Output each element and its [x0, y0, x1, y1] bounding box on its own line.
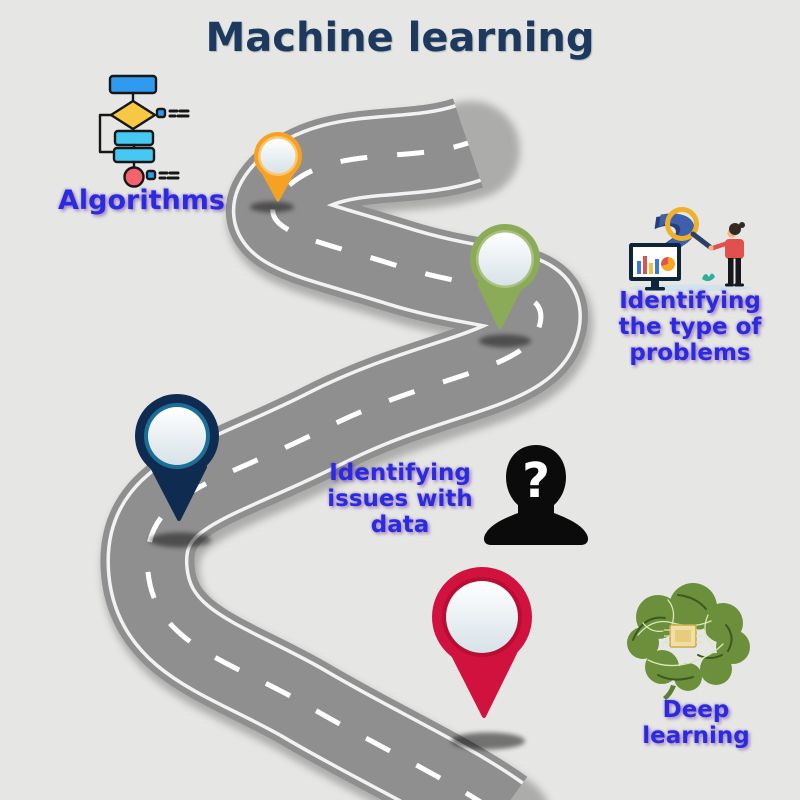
magnifier-lens	[665, 207, 699, 241]
pin-center	[148, 407, 206, 465]
head-question-mark: ?	[522, 453, 550, 509]
person-hand	[708, 245, 714, 251]
road-center-dashes	[144, 140, 544, 800]
milestone-label-issues-with-data: Identifying issues with data	[327, 460, 473, 538]
monitor-chart	[629, 243, 681, 291]
pin-center	[478, 232, 532, 286]
flowchart-start-node	[108, 74, 158, 95]
pie-slice	[661, 257, 668, 266]
person-foot	[725, 283, 734, 287]
milestone-label-algorithms: Algorithms	[58, 185, 225, 216]
pin-issues-with-data	[135, 394, 219, 521]
head-question-icon: ?	[483, 445, 589, 545]
problem-search-icon: ? ?	[628, 196, 752, 297]
milestone-label-type-of-problems: Identifying the type of problems	[618, 288, 762, 366]
person-foot	[734, 283, 744, 287]
brain-chip-core	[675, 630, 691, 642]
analyst-person	[708, 222, 745, 287]
brain-circuit-traces	[637, 599, 724, 667]
flowchart-note-bullet	[145, 169, 157, 181]
magnifier-handle	[690, 231, 713, 250]
pin-shadow-algorithms	[250, 201, 294, 213]
bar-chart	[649, 263, 653, 274]
pin-shadow-issues	[149, 532, 211, 548]
person-leg	[735, 258, 741, 284]
flowchart-note-dashes	[168, 109, 190, 118]
flowchart-note-bullet	[155, 107, 167, 119]
brain-dark-folds	[632, 594, 733, 681]
page-title: Machine learning	[205, 15, 595, 61]
plant-leaves	[702, 273, 715, 282]
person-leg	[728, 258, 734, 284]
brain-circuit-icon	[627, 583, 750, 700]
flowchart-note-dashes	[158, 171, 180, 180]
milestone-label-deep-learning: Deep learning	[642, 697, 750, 749]
bar-chart	[643, 256, 647, 274]
pin-algorithms	[254, 132, 302, 202]
bar-chart	[637, 261, 641, 274]
person-hair-bun	[739, 222, 745, 228]
pin-deep-learning	[432, 567, 532, 718]
brain-chip-pins	[664, 629, 702, 643]
pin-type-of-problems	[470, 224, 540, 329]
person-torso	[725, 239, 744, 259]
flowchart-icon	[98, 74, 190, 188]
pin-shadows	[149, 201, 531, 750]
brain-stem	[663, 685, 676, 700]
pin-shadow-deep	[451, 732, 525, 750]
flowchart-end-node	[123, 166, 145, 188]
pin-center	[446, 581, 518, 653]
person-hair	[729, 223, 741, 235]
monitor-stand	[651, 281, 659, 287]
flowchart-decision-node	[109, 99, 157, 131]
bar-chart	[655, 259, 659, 274]
pin-center	[260, 138, 296, 174]
flowchart-process-node-1	[113, 129, 155, 147]
flowchart-loop-connector	[98, 113, 116, 154]
head-silhouette	[483, 445, 589, 545]
flowchart-process-node-2	[112, 146, 156, 164]
monitor-base	[645, 287, 665, 291]
pin-shadow-type	[479, 334, 531, 348]
